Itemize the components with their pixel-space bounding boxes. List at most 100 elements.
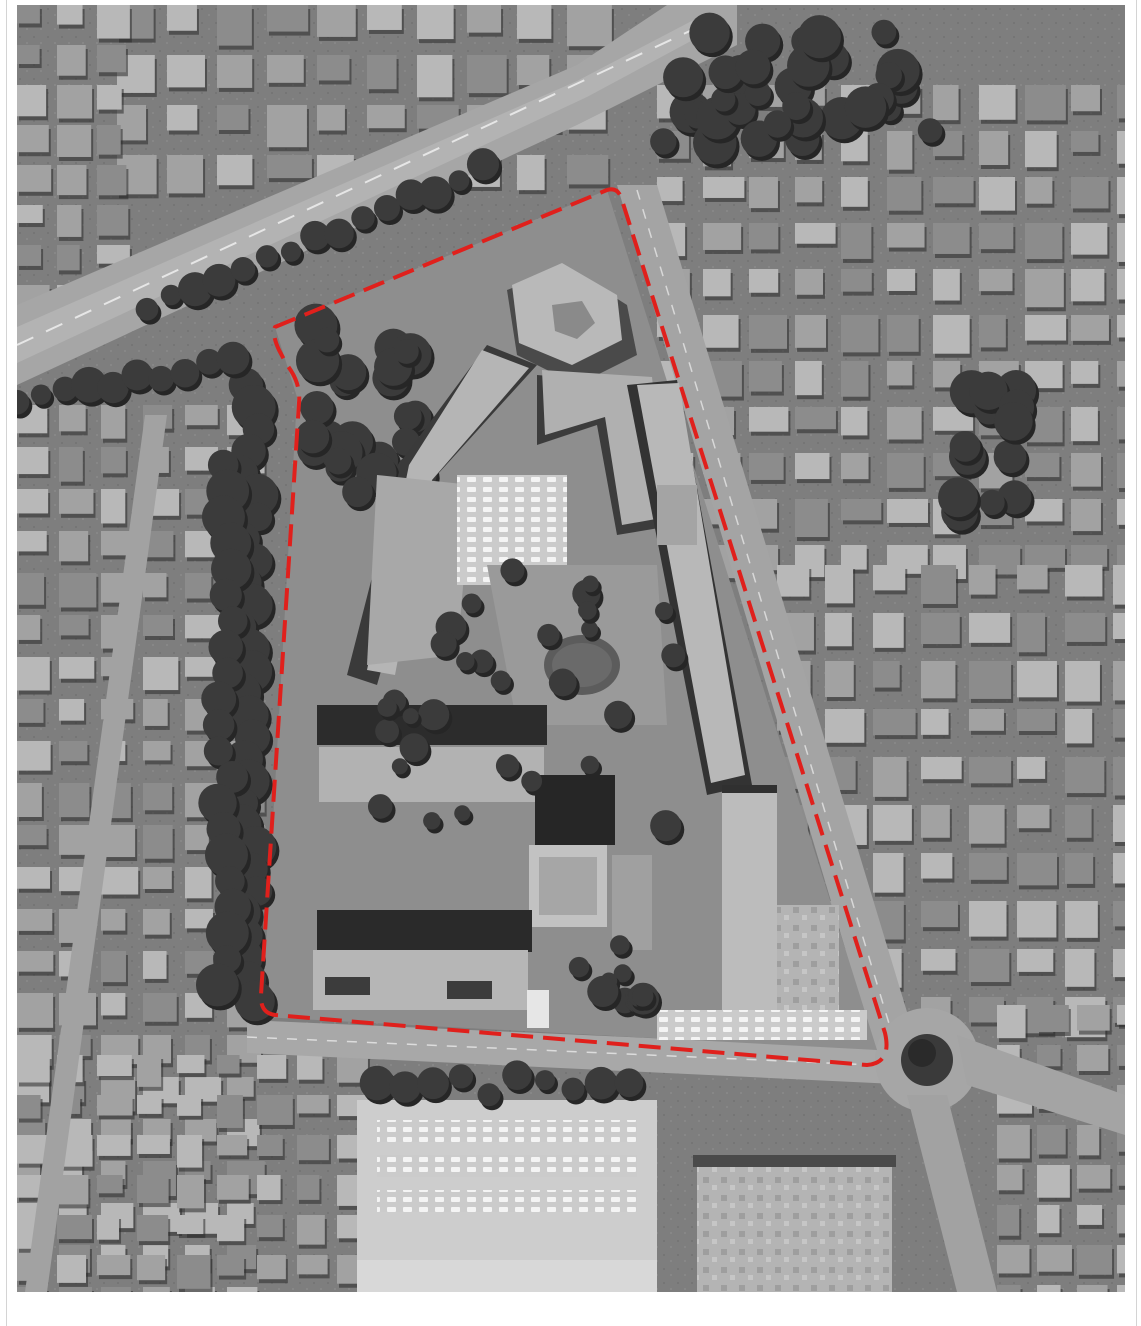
- northwest-district-building: [97, 165, 127, 196]
- west-district-building: [101, 993, 126, 1016]
- southwest-district-building: [137, 1135, 170, 1154]
- northeast-district-building: [841, 177, 868, 207]
- northeast-district-building: [1025, 177, 1053, 204]
- northeast-district-building: [841, 407, 868, 436]
- east-district-building: [1113, 949, 1125, 978]
- canopy-tree: [969, 371, 1008, 410]
- east-district-building: [1017, 949, 1054, 972]
- east-district-building: [825, 565, 854, 604]
- northeast-district-building: [933, 85, 959, 121]
- courtyard-tree: [495, 754, 520, 778]
- northeast-district-building: [1071, 407, 1098, 442]
- east-district-building: [1065, 565, 1103, 597]
- southwest-district-building: [17, 1055, 50, 1083]
- north-district-building: [467, 55, 507, 94]
- courtyard-tree: [610, 935, 630, 955]
- street-tree: [216, 341, 250, 375]
- east-district-building: [1113, 661, 1125, 701]
- southeast-district-building: [1077, 1165, 1111, 1189]
- southwest-district-building: [97, 1255, 131, 1276]
- east-district-building: [873, 613, 904, 648]
- northeast-district-building: [841, 223, 872, 259]
- northeast-district-building: [841, 453, 869, 480]
- west-district-building: [17, 783, 42, 818]
- park-tree: [324, 447, 352, 475]
- southeast-district-building: [997, 1005, 1026, 1039]
- north-district-building: [317, 5, 356, 37]
- east-district-building: [873, 757, 907, 797]
- east-district-building: [1113, 805, 1125, 842]
- north-district-building: [267, 155, 312, 179]
- north-district-building: [217, 55, 253, 88]
- east-district-building: [1017, 709, 1056, 732]
- southwest-district-building: [57, 1215, 93, 1240]
- north-district-building: [417, 5, 454, 40]
- west-district-building: [17, 699, 44, 723]
- north-district-building: [517, 5, 552, 39]
- west-tree: [203, 736, 233, 766]
- southeast-district-building: [997, 1165, 1023, 1191]
- north-district-building: [467, 5, 502, 33]
- north-district-building: [567, 5, 612, 47]
- northeast-district-building: [887, 407, 922, 440]
- west-district-building: [59, 615, 89, 636]
- southwest-district-building: [337, 1215, 363, 1239]
- northeast-district-building: [749, 223, 779, 250]
- street-tree: [135, 297, 159, 321]
- north-district-building: [317, 55, 350, 81]
- northeast-district-building: [1071, 223, 1108, 255]
- southwest-district-building: [177, 1135, 203, 1168]
- northwest-district-building: [17, 205, 43, 224]
- southeast-district-building: [997, 1125, 1030, 1159]
- courtyard-tree: [418, 699, 450, 731]
- east-district-building: [969, 853, 1007, 880]
- northeast-district-building: [979, 269, 1013, 292]
- northeast-district-building: [1071, 85, 1100, 112]
- northeast-district-building: [979, 177, 1016, 211]
- southeast-district-building: [1117, 1245, 1125, 1274]
- west-district-building: [101, 489, 126, 524]
- courtyard-tree: [490, 670, 511, 691]
- west-district-building: [101, 951, 126, 983]
- park-tree: [393, 402, 422, 430]
- northeast-district-building: [887, 361, 913, 386]
- west-district-building: [101, 447, 126, 474]
- north-district-building: [367, 55, 397, 90]
- southwest-district-building: [217, 1095, 243, 1128]
- park-tree: [342, 476, 373, 508]
- west-district-building: [101, 405, 126, 439]
- southeast-district-building: [1037, 1045, 1061, 1067]
- courtyard-tree: [587, 975, 619, 1008]
- southwest-district-building: [97, 1055, 132, 1077]
- north-district-building: [167, 55, 205, 88]
- northeast-district-building: [979, 315, 1006, 348]
- northwest-district-building: [17, 85, 47, 117]
- southeast-district-building: [1037, 1205, 1060, 1234]
- northeast-district-building: [703, 269, 731, 297]
- street-tree: [30, 384, 52, 405]
- courtyard-tree: [650, 810, 682, 842]
- southeast-district-building: [1037, 1285, 1061, 1292]
- northeast-district-building: [749, 453, 784, 480]
- northeast-district-building: [795, 361, 822, 396]
- canopy-tree: [938, 477, 978, 518]
- northeast-district-building: [887, 269, 916, 291]
- canopy-tree: [979, 489, 1005, 516]
- northeast-district-building: [1025, 315, 1067, 341]
- southwest-district-building: [217, 1175, 249, 1200]
- park-tree: [295, 419, 330, 454]
- east-district-building: [873, 853, 904, 893]
- street-tree: [351, 206, 375, 230]
- south-parking-lot: [357, 1100, 657, 1292]
- northeast-district-building: [1071, 361, 1099, 384]
- east-district-building: [969, 805, 1005, 844]
- west-district-building: [143, 909, 170, 935]
- northwest-district-building: [57, 245, 80, 271]
- east-district-building: [1113, 901, 1125, 927]
- street-tree: [584, 1066, 618, 1100]
- north-district-building: [267, 5, 309, 32]
- canopy-tree: [797, 15, 841, 59]
- street-tree: [418, 176, 452, 210]
- northwest-district-building: [57, 45, 86, 76]
- street-tree: [534, 1070, 556, 1091]
